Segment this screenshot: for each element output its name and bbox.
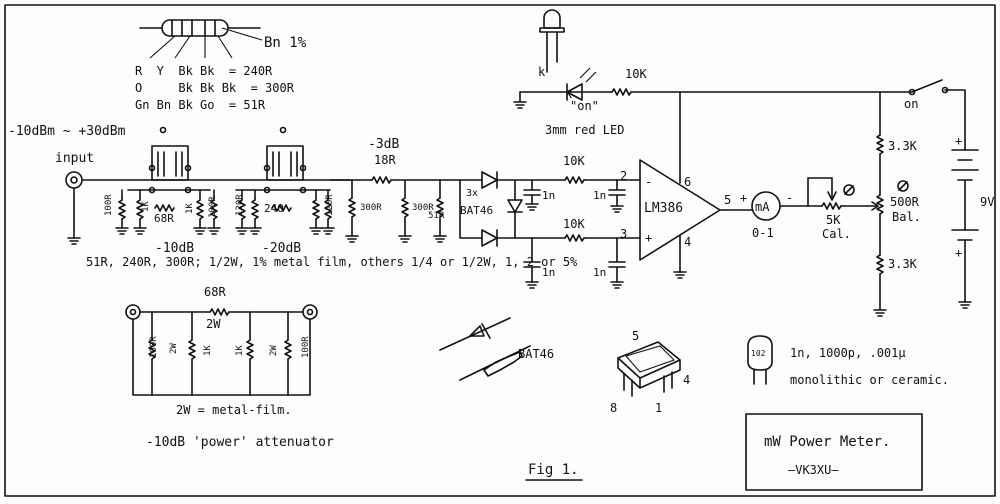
pad-shunt2-label: 300R — [412, 203, 434, 213]
ic-pin-5: 5 — [632, 329, 639, 343]
pa-r3-label: 1K — [235, 345, 245, 356]
sw1-series-label: 68R — [154, 212, 174, 225]
cap-1n-a: 1n — [542, 189, 555, 202]
pad-label: -3dB — [368, 137, 399, 152]
led-resistor-label: 10K — [625, 67, 647, 81]
calibration-pot — [807, 177, 869, 210]
battery-label: 9V — [980, 195, 994, 209]
sw2-r1-label: 120R — [235, 194, 245, 216]
meter-plus: + — [740, 191, 747, 205]
battery-plus: + — [955, 134, 962, 148]
sw1-r2-label: 1K — [141, 201, 151, 212]
minus-sign: - — [645, 175, 652, 189]
sheet-border — [4, 4, 996, 497]
meter-range-label: 0-1 — [752, 226, 774, 240]
pad-shunt1-label: 300R — [360, 203, 382, 213]
attenuator-switch-20db — [235, 126, 335, 235]
code-row-2: O Bk Bk Bk = 300R — [135, 81, 295, 95]
r-bottom-label: 3.3K — [888, 257, 918, 271]
sw1-r1-label: 100R — [104, 194, 114, 216]
battery-plus-2: + — [955, 246, 962, 260]
pin-5-label: 5 — [724, 193, 731, 207]
pa-r1-power: 2W — [169, 343, 179, 354]
lm386-amplifier — [639, 91, 753, 279]
pa-note: 2W = metal-film. — [176, 403, 292, 417]
r-in-plus-label: 10K — [563, 154, 585, 168]
led-k2-label: k — [565, 87, 573, 101]
pa-r4-label: 100R — [301, 336, 311, 358]
code-row-1: R Y Bk Bk = 240R — [135, 64, 273, 78]
cap-1n-b: 1n — [542, 266, 555, 279]
balance-divider — [867, 91, 909, 317]
sw2-value-label: -20dB — [262, 241, 301, 256]
meter-minus: - — [786, 191, 793, 205]
resistor-note: 51R, 240R, 300R; 1/2W, 1% metal film, ot… — [86, 255, 578, 269]
r-top-label: 3.3K — [888, 139, 918, 153]
pin-3-label: 3 — [620, 227, 627, 241]
milliammeter — [751, 191, 823, 221]
pin-2-label: 2 — [620, 169, 627, 183]
sw1-r4-label: 100R — [208, 196, 218, 218]
amp-input-caps — [608, 179, 626, 289]
input-connector — [65, 171, 351, 245]
switch-on-label: on — [904, 97, 918, 111]
pa-title: -10dB 'power' attenuator — [146, 435, 334, 450]
sw1-value-label: -10dB — [155, 241, 194, 256]
title: mW Power Meter. — [764, 434, 890, 450]
cal-label: Cal. — [822, 227, 851, 241]
tolerance-label: Bn 1% — [264, 35, 307, 51]
r-in-minus-label: 10K — [563, 217, 585, 231]
bal-value-label: 500R — [890, 195, 920, 209]
cal-value-label: 5K — [826, 213, 841, 227]
bal-label: Bal. — [892, 210, 921, 224]
pa-r1-label: 100R — [149, 336, 159, 358]
diode-count-label: 3x — [466, 188, 478, 199]
supply-rail — [519, 79, 979, 309]
sw1-r3-label: 1K — [185, 203, 195, 214]
led-k-label: k — [538, 65, 546, 79]
input-range-label: -10dBm ~ +30dBm — [8, 124, 126, 139]
led-indicator — [513, 9, 597, 109]
pad-series-label: 18R — [374, 153, 396, 167]
pa-series-power: 2W — [206, 317, 221, 331]
pad-shunt3-label: 51R — [428, 211, 445, 221]
author: —VK3XU— — [788, 463, 839, 477]
power-attenuator — [125, 304, 318, 396]
cap-code-label: 102 — [751, 349, 766, 358]
meter-symbol-label: mA — [755, 200, 770, 214]
code-row-3: Gn Bn Bk Go = 51R — [135, 98, 266, 112]
pa-r2-label: 1K — [203, 345, 213, 356]
pin-4-label: 4 — [684, 235, 691, 249]
ceramic-capacitor-drawing — [747, 335, 773, 385]
amplifier-label: LM386 — [644, 201, 683, 216]
pa-series-label: 68R — [204, 285, 226, 299]
pad-3db — [329, 176, 461, 243]
cap-type-note: monolithic or ceramic. — [790, 373, 949, 387]
led-type-label: 3mm red LED — [545, 123, 624, 137]
led-on-label: "on" — [570, 99, 599, 113]
sw2-r4-label: 120R — [325, 194, 335, 216]
resistor-color-code — [139, 19, 263, 59]
attenuator-switch-10db — [115, 126, 221, 235]
plus-sign: + — [645, 231, 652, 245]
pin-6-label: 6 — [684, 175, 691, 189]
detector-diodes — [459, 171, 566, 289]
input-label: input — [55, 151, 94, 166]
amp-cap-b: 1n — [593, 266, 606, 279]
ic-pin-8: 8 — [610, 401, 617, 415]
figure-label: Fig 1. — [528, 462, 579, 478]
diode-type-label: BAT46 — [460, 204, 493, 217]
cap-values-note: 1n, 1000p, .001µ — [790, 346, 906, 360]
ic-package-drawing — [617, 341, 681, 397]
ic-pin-1: 1 — [655, 401, 662, 415]
amp-cap-a: 1n — [593, 189, 606, 202]
title-block — [745, 413, 923, 491]
pa-r4-power: 2W — [269, 345, 279, 356]
sw2-series-label: 240 — [264, 202, 284, 215]
bat46-label: BAT46 — [518, 347, 554, 361]
bat46-drawing — [439, 317, 531, 381]
ic-pin-4: 4 — [683, 373, 690, 387]
